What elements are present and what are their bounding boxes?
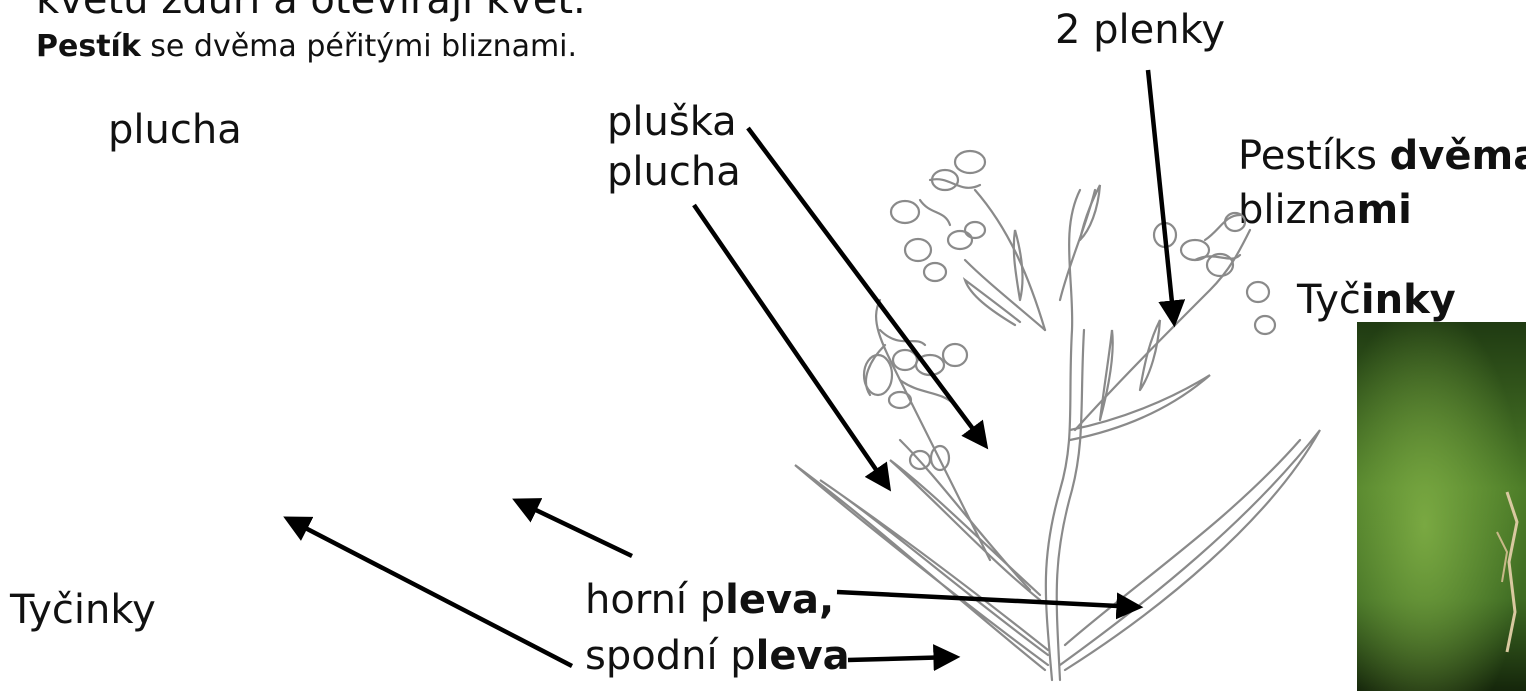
grass-photo [1357, 322, 1526, 691]
glume-right-inner [1065, 440, 1300, 645]
arrow-plucha [694, 205, 888, 487]
arrow-left-long [288, 519, 572, 666]
arrow-2-plenky [1148, 70, 1174, 322]
arrow-spodni-pleva [848, 657, 955, 660]
arrow-left-short [517, 501, 632, 556]
glume-right [1060, 430, 1320, 670]
branch-upper-mid [975, 190, 1045, 330]
arrow-pluska [748, 128, 985, 445]
glume-left-inner [820, 480, 1048, 655]
lemma-left [890, 460, 1040, 600]
stem [1046, 190, 1080, 680]
spikelet-drawing [795, 151, 1320, 680]
arrow-horni-pleva [837, 592, 1138, 607]
arrows [288, 70, 1174, 666]
